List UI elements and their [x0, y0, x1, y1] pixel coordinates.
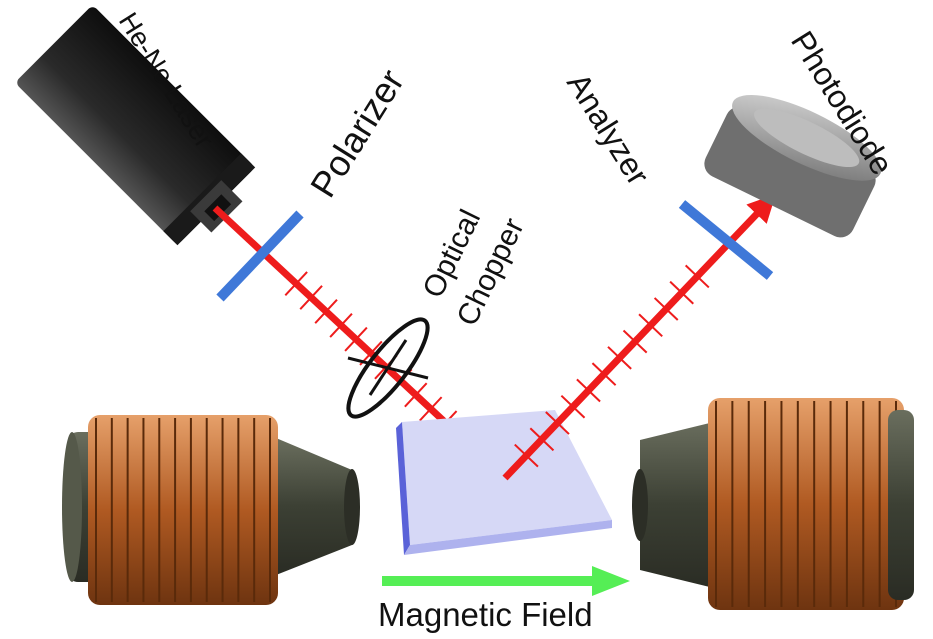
polarization-mark [591, 362, 617, 386]
sample [396, 410, 612, 555]
magnetic-field-label: Magnetic Field [378, 596, 593, 633]
polarizer-label: Polarizer [302, 62, 412, 204]
polarization-mark [576, 378, 601, 403]
right-coil [708, 398, 904, 610]
polarization-mark [653, 297, 679, 321]
polarization-mark [607, 346, 632, 370]
polarization-mark [638, 313, 663, 338]
optical-chopper [346, 317, 430, 419]
analyzer [678, 200, 774, 280]
photodiode [704, 94, 882, 238]
left-electromagnet [62, 415, 360, 605]
polarization-mark [560, 394, 586, 419]
polarization-mark [684, 264, 710, 289]
polarization-mark [529, 427, 555, 452]
magnetic-field-arrow [382, 566, 630, 596]
polarizer [216, 210, 304, 302]
reflected-polarization-marks [514, 264, 710, 468]
analyzer-label: Analyzer [560, 67, 657, 192]
polarization-mark [299, 285, 323, 310]
polarization-mark [545, 411, 570, 435]
polarization-mark [314, 299, 338, 324]
polarization-mark [622, 329, 648, 354]
polarization-mark [419, 396, 443, 422]
left-pole-tip [276, 438, 352, 575]
right-electromagnet [632, 398, 914, 610]
laser-body [17, 7, 253, 243]
right-pole-tip [640, 420, 722, 590]
polarization-mark [669, 280, 694, 305]
polarization-mark [284, 271, 308, 296]
polarization-mark [329, 312, 353, 338]
left-coil [88, 415, 278, 605]
polarization-mark [514, 443, 539, 468]
polarization-mark [404, 382, 428, 408]
polarization-mark [344, 326, 368, 352]
